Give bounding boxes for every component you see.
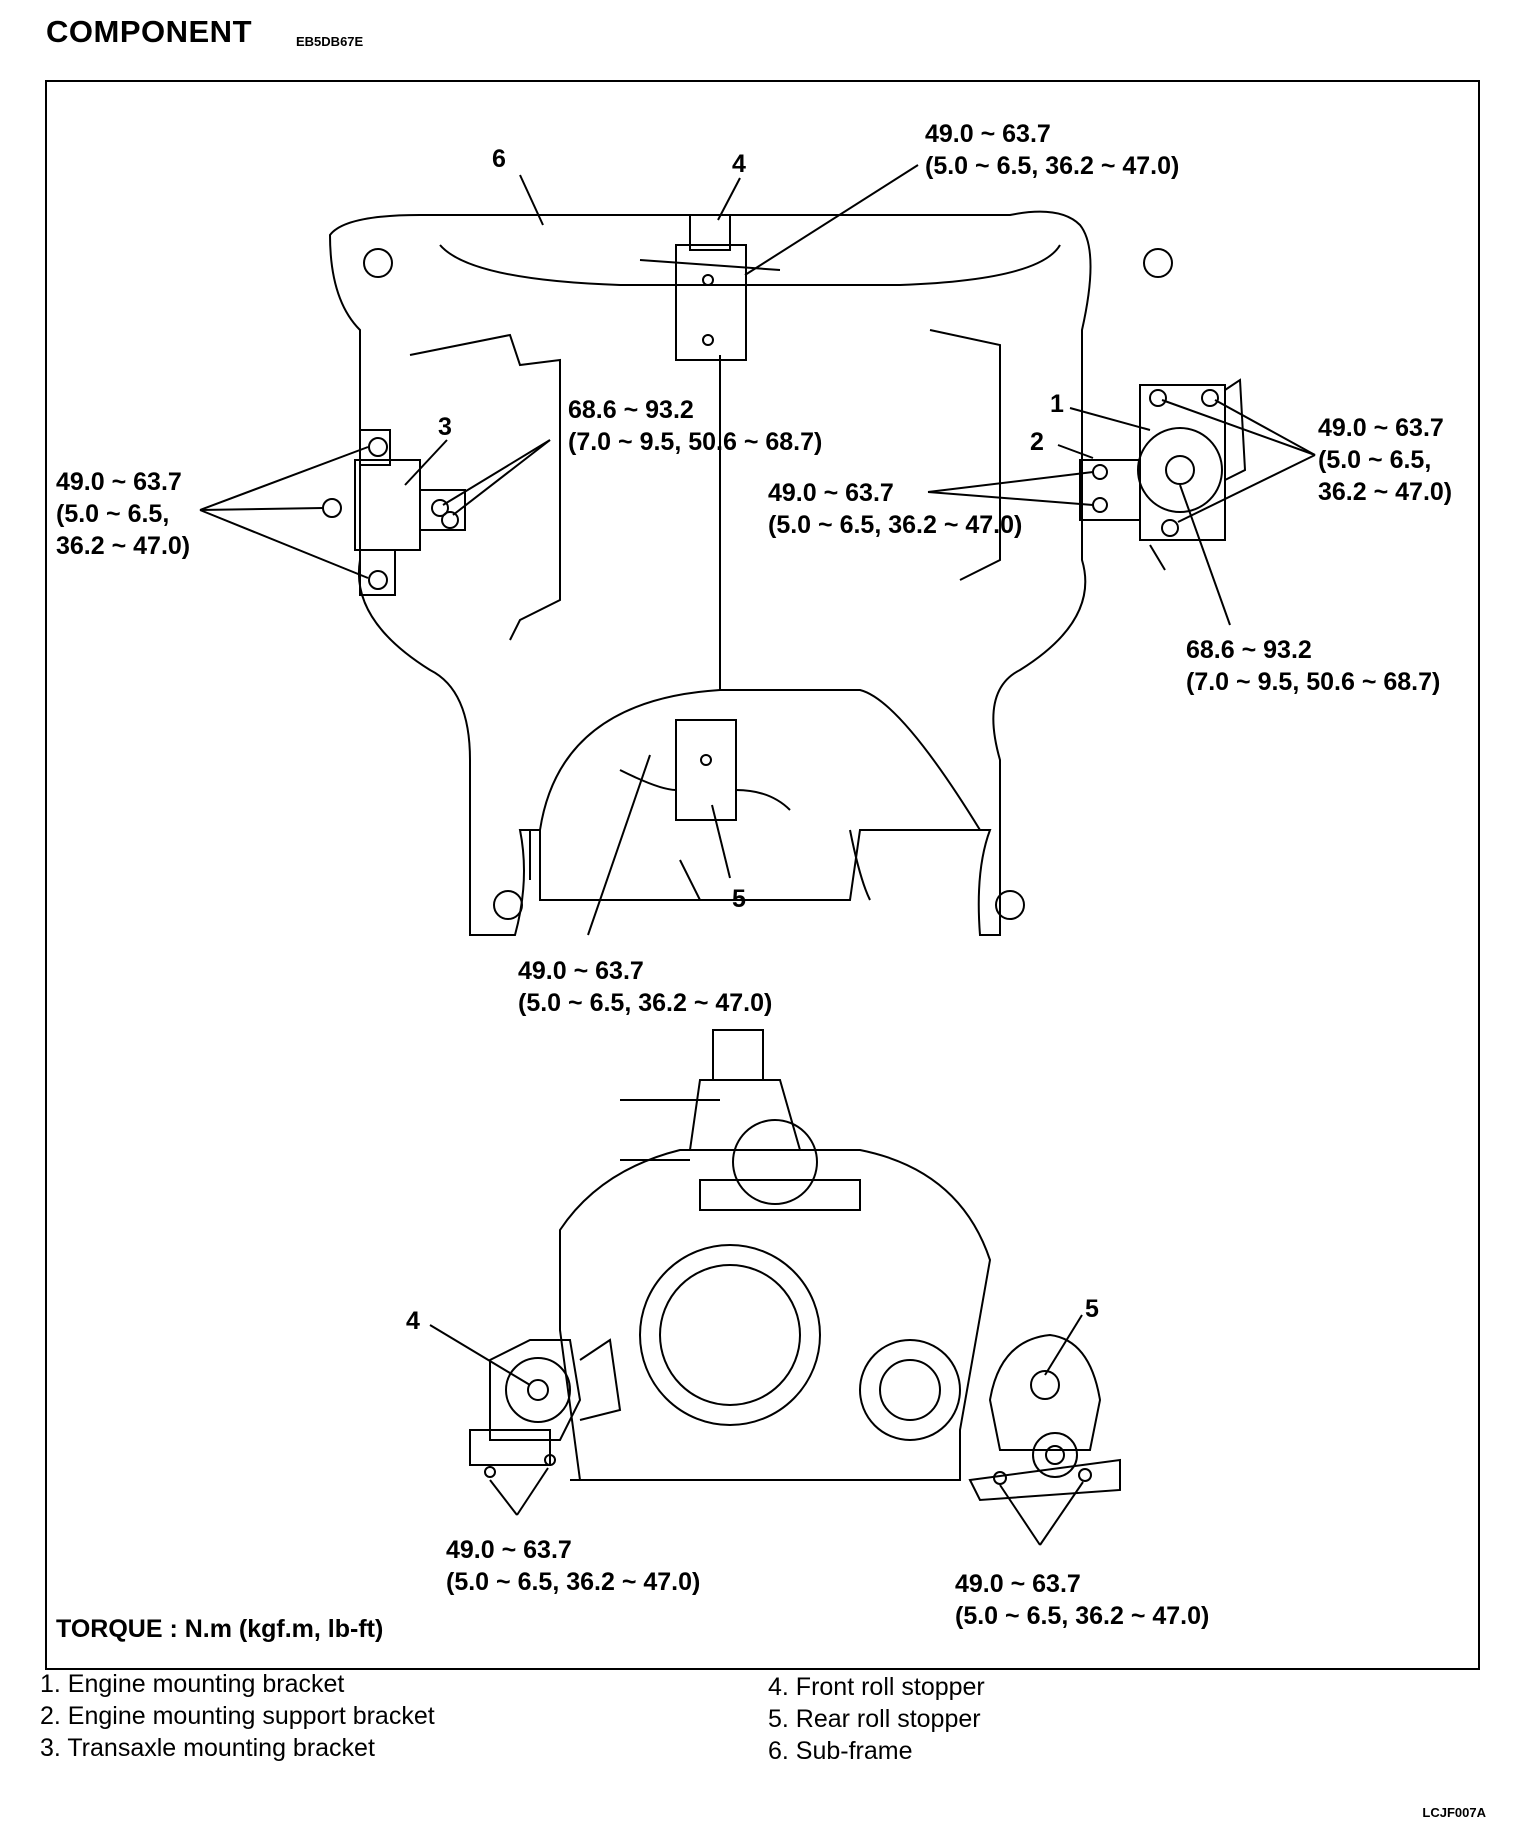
transaxle-side-view	[559, 1029, 992, 1481]
callout-5: 5	[732, 885, 746, 913]
sub-frame-outline	[328, 210, 1173, 936]
legend-item: 6. Sub-frame	[768, 1737, 913, 1765]
torque-lower-right: 49.0 ~ 63.7(5.0 ~ 6.5, 36.2 ~ 47.0)	[955, 1570, 1210, 1630]
callout-4-lower: 4	[406, 1307, 420, 1335]
callout-2: 2	[1030, 428, 1044, 456]
callout-6: 6	[492, 145, 506, 173]
callout-leader-lines	[199, 164, 1316, 1546]
diagram-frame	[45, 80, 1480, 1670]
callout-3: 3	[438, 413, 452, 441]
torque-engine-right: 49.0 ~ 63.7(5.0 ~ 6.5,36.2 ~ 47.0)	[1318, 414, 1453, 506]
legend-item: 4. Front roll stopper	[768, 1673, 985, 1701]
legend-item: 1. Engine mounting bracket	[40, 1670, 345, 1698]
document-code: EB5DB67E	[296, 34, 364, 49]
torque-rear-stopper: 49.0 ~ 63.7(5.0 ~ 6.5, 36.2 ~ 47.0)	[518, 957, 773, 1017]
callout-5-lower: 5	[1085, 1295, 1099, 1323]
legend-item: 3. Transaxle mounting bracket	[40, 1734, 375, 1762]
front-stopper-side-view	[469, 1338, 622, 1478]
torque-support-bracket: 49.0 ~ 63.7(5.0 ~ 6.5, 36.2 ~ 47.0)	[768, 479, 1023, 539]
page-title: COMPONENT	[46, 14, 252, 49]
torque-front-stopper: 49.0 ~ 63.7(5.0 ~ 6.5, 36.2 ~ 47.0)	[925, 120, 1180, 180]
engine-bracket-top	[1079, 378, 1247, 571]
torque-transaxle-center: 68.6 ~ 93.2(7.0 ~ 9.5, 50.6 ~ 68.7)	[568, 396, 823, 456]
legend-item: 2. Engine mounting support bracket	[40, 1702, 435, 1730]
front-roll-stopper-top	[639, 214, 781, 361]
callout-1: 1	[1050, 390, 1064, 418]
legend-right: 4. Front roll stopper 5. Rear roll stopp…	[768, 1671, 985, 1767]
callout-4: 4	[732, 150, 746, 178]
torque-engine-bottom: 68.6 ~ 93.2(7.0 ~ 9.5, 50.6 ~ 68.7)	[1186, 636, 1441, 696]
torque-unit-note: TORQUE : N.m (kgf.m, lb-ft)	[56, 1615, 384, 1643]
rear-stopper-side-view	[968, 1333, 1121, 1502]
rear-roll-stopper-top	[619, 719, 871, 901]
legend-left: 1. Engine mounting bracket 2. Engine mou…	[40, 1668, 435, 1764]
transaxle-bracket-top	[322, 429, 466, 596]
legend-item: 5. Rear roll stopper	[768, 1705, 981, 1733]
torque-transaxle-left: 49.0 ~ 63.7(5.0 ~ 6.5,36.2 ~ 47.0)	[56, 468, 191, 560]
torque-lower-left: 49.0 ~ 63.7(5.0 ~ 6.5, 36.2 ~ 47.0)	[446, 1536, 701, 1596]
figure-reference: LCJF007A	[1422, 1805, 1486, 1820]
